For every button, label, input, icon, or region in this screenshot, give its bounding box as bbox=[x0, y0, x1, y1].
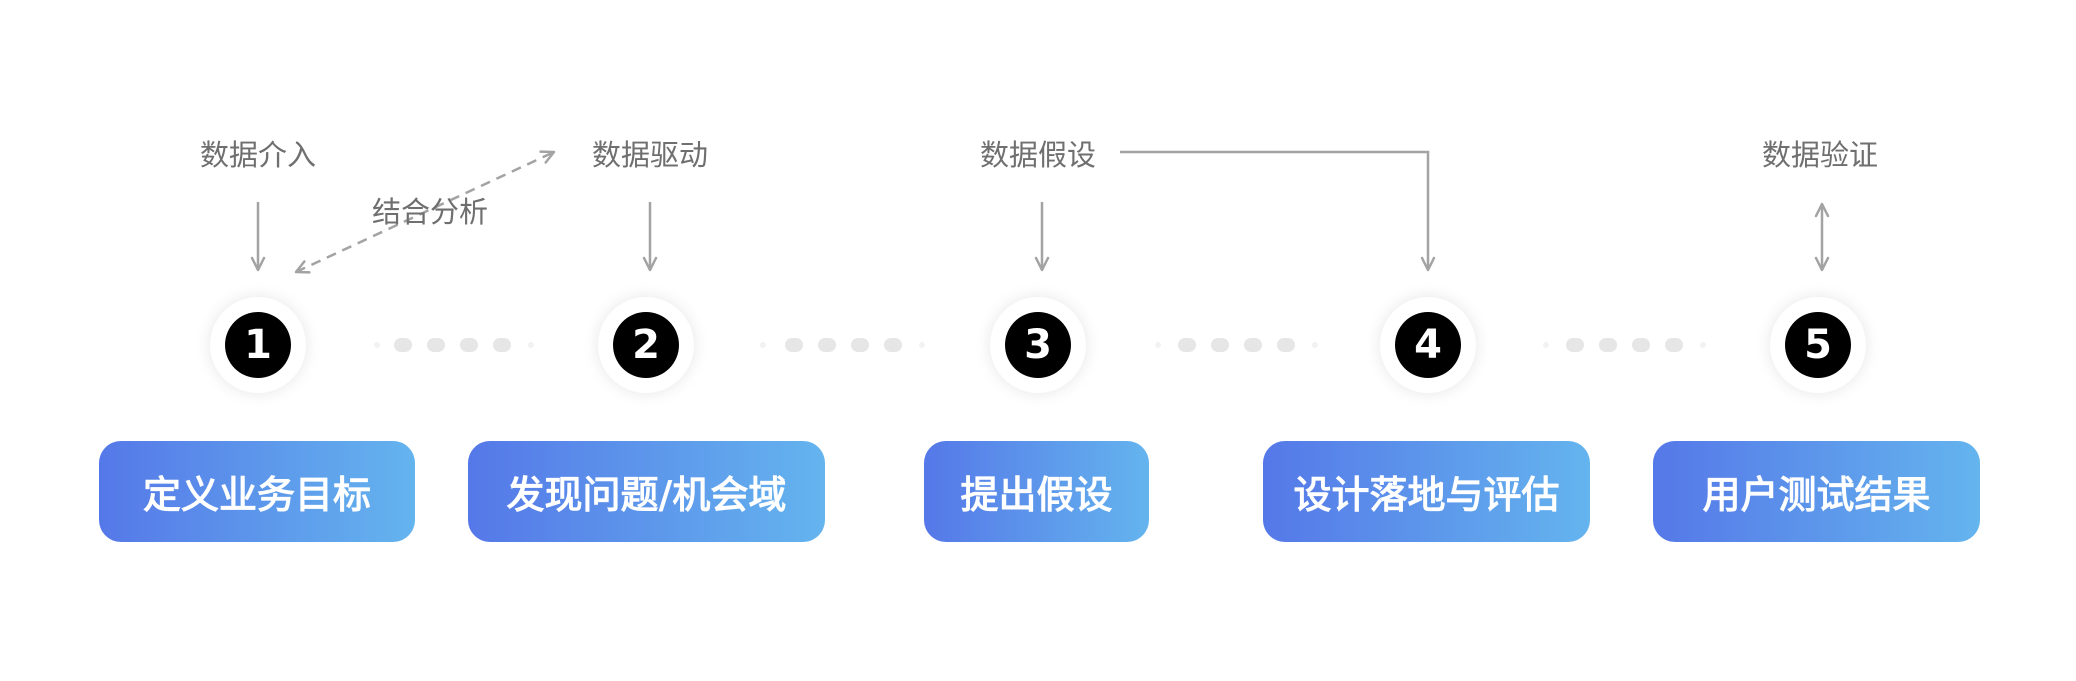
step-box-define-business-goal: 定义业务目标 bbox=[99, 441, 415, 542]
dots-connector-3-4 bbox=[1155, 338, 1318, 352]
dashed-arrow-combined-analysis bbox=[294, 150, 556, 274]
dots-connector-2-3 bbox=[760, 338, 925, 352]
top-label-step-4 bbox=[1348, 135, 1508, 175]
step-number-2: 2 bbox=[613, 312, 679, 378]
step-number-4-badge: 4 bbox=[1380, 297, 1476, 393]
step-number-3: 3 bbox=[1005, 312, 1071, 378]
top-label-step-5: 数据验证 bbox=[1761, 138, 1878, 172]
top-label-step-2: 数据驱动 bbox=[591, 138, 708, 172]
top-label-step-3: 数据假设 bbox=[979, 138, 1096, 172]
step-number-1: 1 bbox=[225, 312, 291, 378]
step-number-5: 5 bbox=[1785, 312, 1851, 378]
top-label-step-1: 数据介入 bbox=[199, 138, 316, 172]
dots-connector-4-5 bbox=[1543, 338, 1706, 352]
step-number-2-badge: 2 bbox=[598, 297, 694, 393]
combined-analysis-label: 结合分析 bbox=[372, 195, 489, 229]
step-box-user-test-results: 用户测试结果 bbox=[1653, 441, 1980, 542]
step-number-5-badge: 5 bbox=[1770, 297, 1866, 393]
step-number-3-badge: 3 bbox=[990, 297, 1086, 393]
step-number-4: 4 bbox=[1395, 312, 1461, 378]
arrow-elbow-to-step-4 bbox=[1120, 150, 1436, 272]
step-box-propose-hypothesis: 提出假设 bbox=[924, 441, 1149, 542]
dots-connector-1-2 bbox=[374, 338, 534, 352]
step-box-design-and-evaluate: 设计落地与评估 bbox=[1263, 441, 1590, 542]
step-number-1-badge: 1 bbox=[210, 297, 306, 393]
step-box-discover-problems: 发现问题/机会域 bbox=[468, 441, 825, 542]
